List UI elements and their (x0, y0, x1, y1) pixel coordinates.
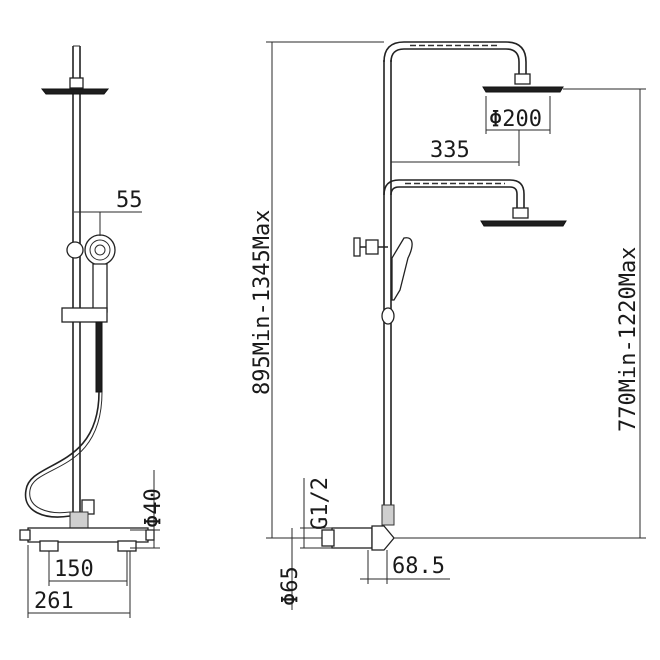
dim-40-label: Φ40 (141, 488, 166, 528)
side-valve-knob (321, 529, 335, 547)
front-hand-shower-center (94, 244, 106, 256)
side-valve-body (331, 527, 373, 549)
front-slide-clamp (61, 307, 108, 323)
side-head-joint-upper (514, 73, 531, 85)
front-outlet-right (117, 540, 137, 552)
dim-200-label: Φ200 (489, 107, 542, 132)
side-arm-upper-inner (390, 48, 520, 76)
side-shower-head-upper (482, 86, 564, 93)
front-hand-shower-handle (92, 263, 108, 313)
front-hose-outline (29, 391, 103, 514)
front-view: 55 Φ40 150 261 (19, 45, 166, 618)
dim-g12-label: G1/2 (308, 477, 333, 530)
front-knob-left (19, 529, 31, 541)
dim-685-label: 68.5 (392, 554, 445, 579)
side-slide-clamp (381, 307, 395, 325)
side-arm-lower-inner (390, 186, 518, 210)
dim-261-label: 261 (34, 589, 74, 614)
front-head-joint (69, 77, 84, 89)
front-holder-knob (66, 241, 84, 259)
front-knob-right (145, 529, 155, 541)
dim-770-label: 770Min-1220Max (616, 247, 641, 432)
dim-150-label: 150 (54, 557, 94, 582)
front-hand-shower-ring (89, 239, 111, 261)
dim-335-label: 335 (430, 138, 470, 163)
front-connector (69, 511, 89, 529)
side-hand-shower (391, 237, 413, 301)
side-holder-block (365, 239, 379, 255)
dim-65-label: Φ65 (278, 566, 303, 606)
side-arm-upper-outer (383, 41, 527, 76)
front-hose (24, 391, 100, 518)
side-valve-nut (371, 525, 395, 551)
side-arm-lower-outer (383, 179, 525, 210)
side-view: Φ200 335 895Min-1345Max 770Min-1220Max G… (250, 41, 646, 610)
side-connector (381, 504, 395, 526)
side-holder-cap (353, 237, 361, 257)
front-outlet-left (39, 540, 59, 552)
side-head-joint-lower (512, 207, 529, 219)
dim-895-label: 895Min-1345Max (250, 210, 275, 395)
front-hose-sleeve (95, 321, 103, 393)
side-shower-head-lower (480, 220, 567, 227)
dim-55-label: 55 (116, 188, 143, 213)
front-shower-head (40, 88, 110, 95)
